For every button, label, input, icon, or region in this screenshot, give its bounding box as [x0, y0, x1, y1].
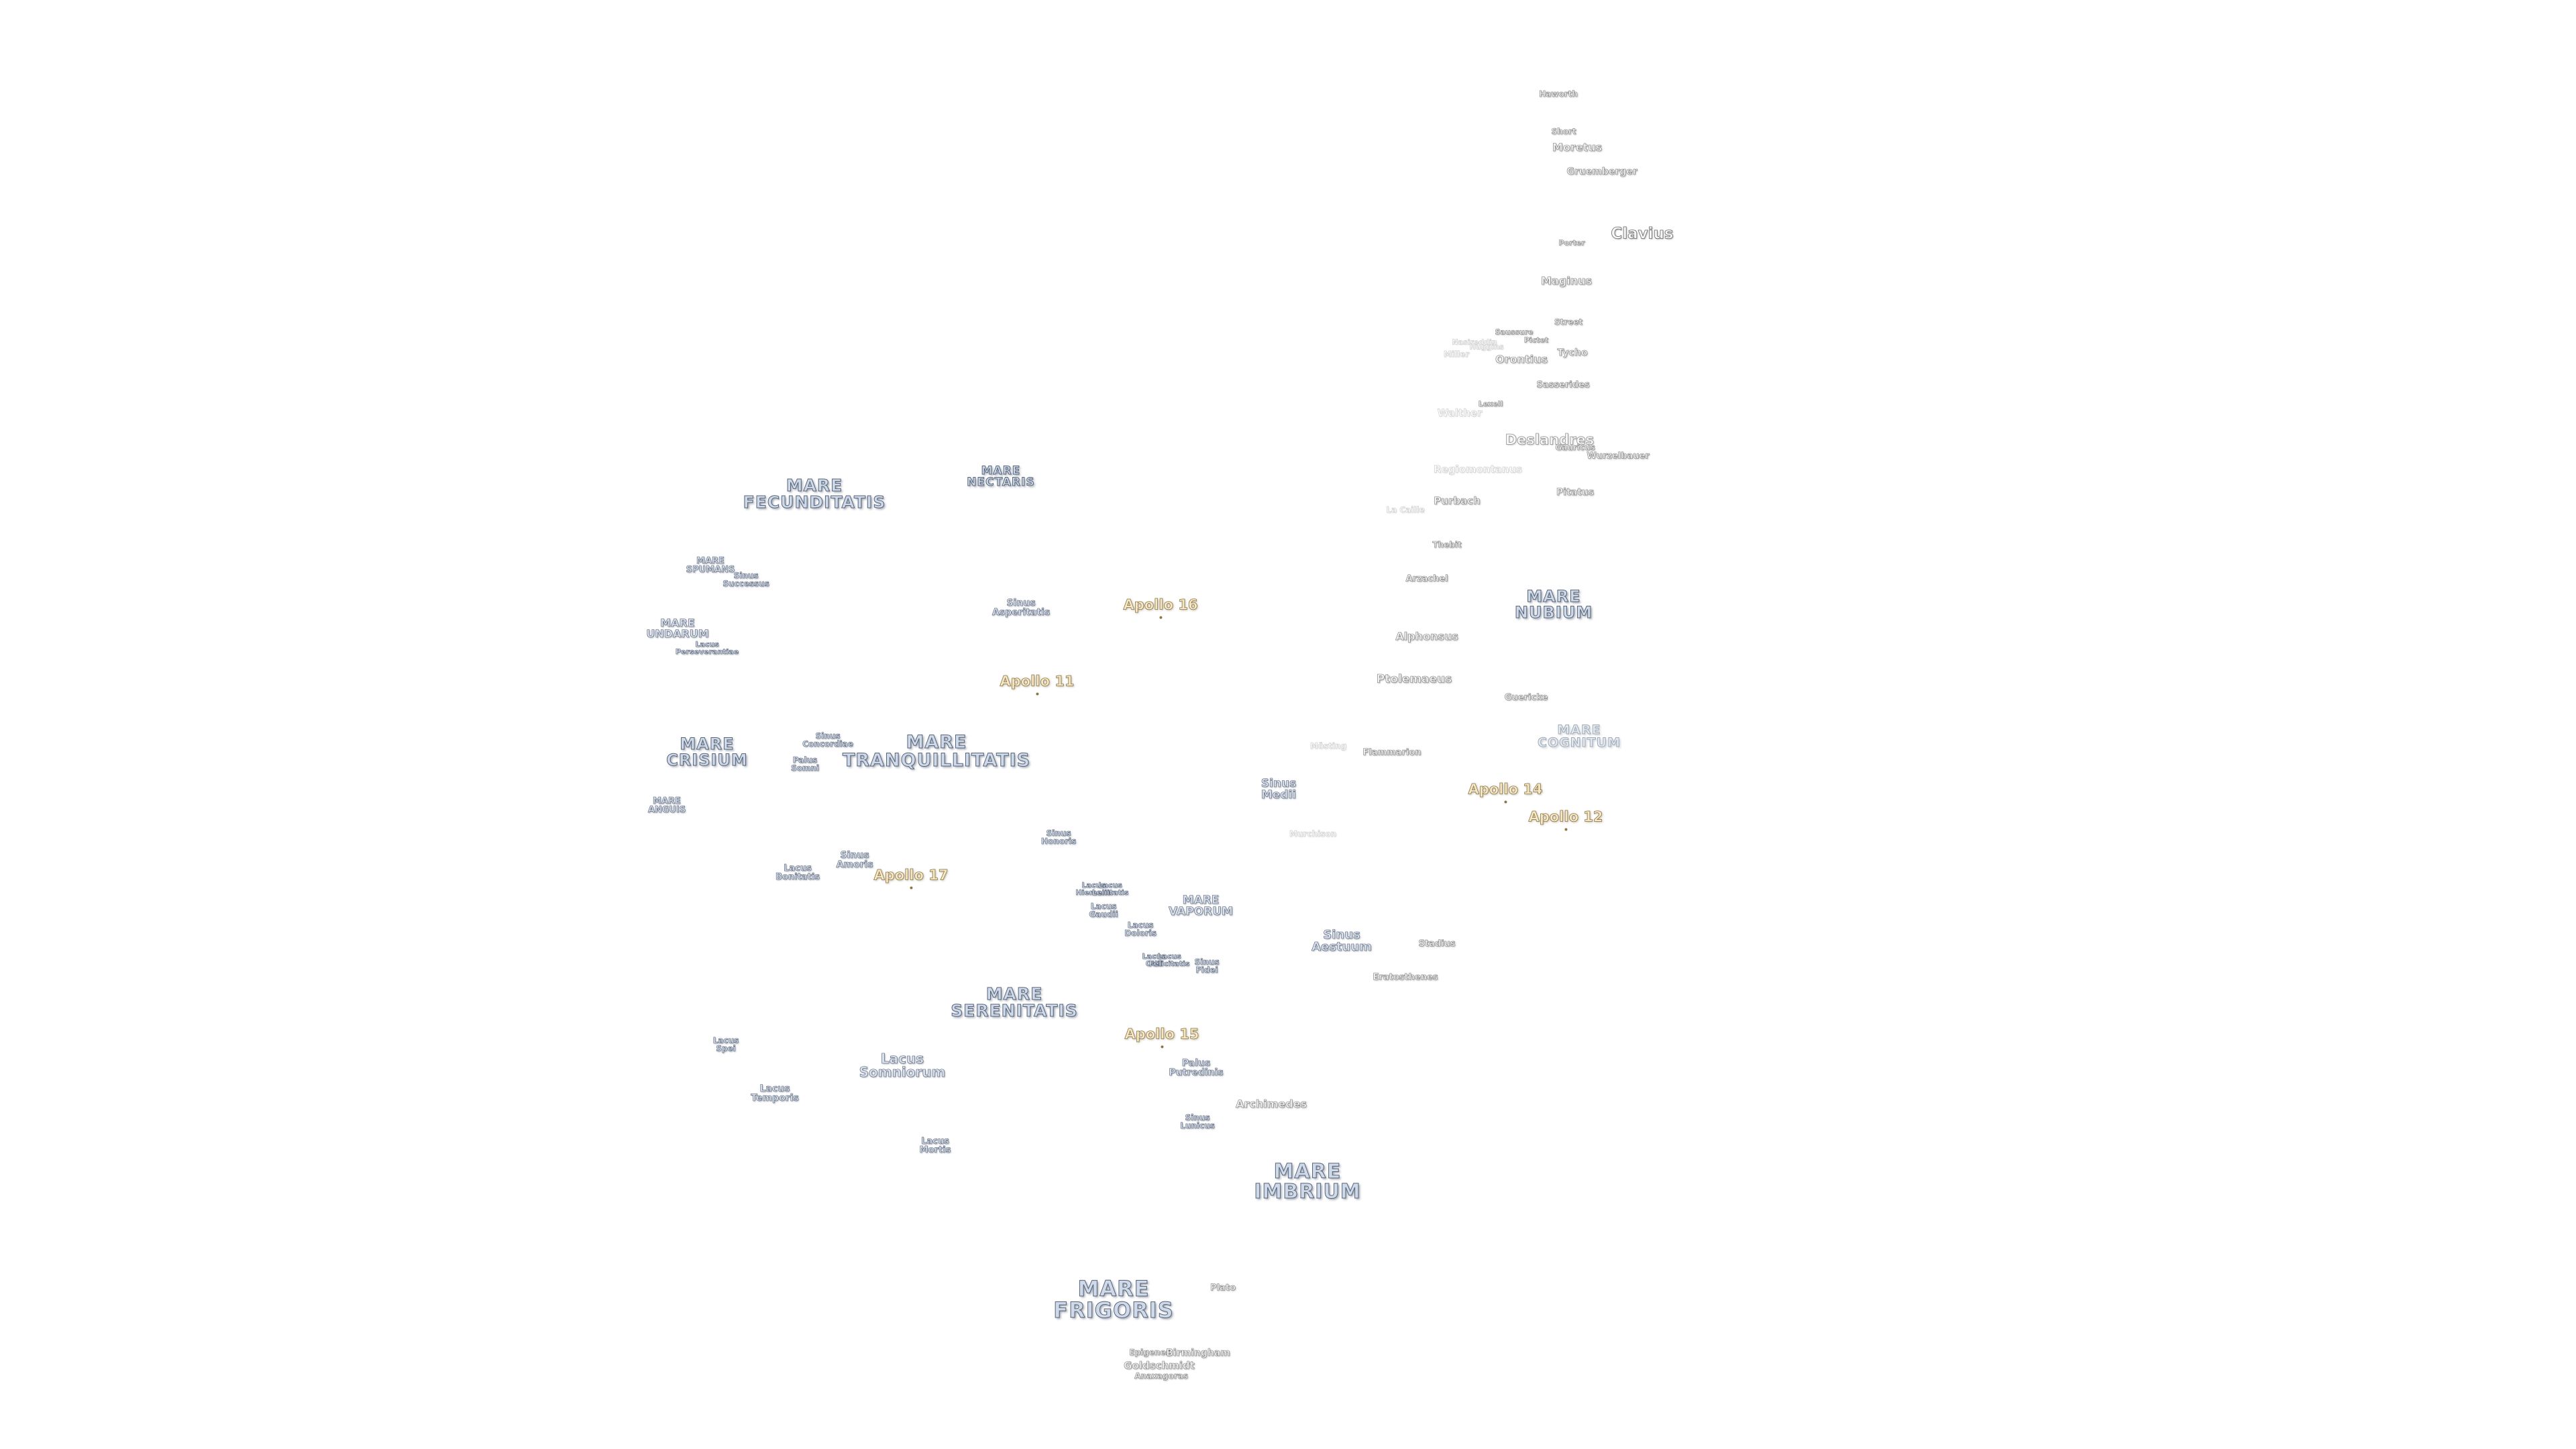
label-crater-eratosthenes[interactable]: Eratosthenes — [1373, 972, 1438, 983]
label-crater-archimedes[interactable]: Archimedes — [1236, 1097, 1307, 1110]
label-crater-saussure[interactable]: Saussure — [1495, 327, 1534, 337]
label-crater-alphonsus[interactable]: Alphonsus — [1395, 630, 1458, 643]
label-sinus-medii[interactable]: Sinus Medii — [1260, 777, 1297, 802]
label-crater-purbach[interactable]: Purbach — [1434, 494, 1481, 507]
label-mare-frigoris[interactable]: MARE FRIGORIS — [1053, 1276, 1174, 1323]
label-lacus-hiemalis[interactable]: Lacus Hiemalis — [1075, 881, 1112, 897]
label-mare-crisium[interactable]: MARE CRISIUM — [666, 735, 748, 769]
label-crater-porter[interactable]: Porter — [1558, 238, 1585, 248]
label-crater-street[interactable]: Street — [1554, 317, 1583, 327]
label-lacus-spei[interactable]: Lacus Spei — [712, 1036, 739, 1053]
label-apollo-11[interactable]: Apollo 11 — [1000, 673, 1075, 696]
label-sinus-asperitatis[interactable]: Sinus Asperitatis — [991, 598, 1051, 618]
label-crater-birmingham[interactable]: Birmingham — [1166, 1348, 1230, 1358]
label-crater-nasireddin[interactable]: Nasireddin — [1452, 337, 1497, 347]
label-lacus-temporis[interactable]: Lacus Temporis — [751, 1083, 799, 1104]
label-lacus-perseverantiae[interactable]: Lacus Perseverantiae — [675, 640, 739, 656]
label-crater-deslandres[interactable]: Deslandres — [1505, 431, 1595, 448]
label-crater-stadius[interactable]: Stadius — [1418, 938, 1456, 949]
label-sinus-successus[interactable]: Sinus Successus — [722, 571, 769, 588]
label-mare-vaporum[interactable]: MARE VAPORUM — [1169, 894, 1233, 918]
label-lacus-odii[interactable]: Lacus Odii — [1142, 952, 1166, 968]
label-crater-epigenes[interactable]: Epigenes — [1129, 1348, 1171, 1357]
label-crater-clavius[interactable]: Clavius — [1611, 225, 1674, 243]
label-crater-pictet[interactable]: Pictet — [1523, 335, 1549, 345]
label-apollo-14[interactable]: Apollo 14 — [1468, 781, 1543, 804]
label-sinus-honoris[interactable]: Sinus Honoris — [1040, 828, 1077, 846]
label-apollo-12[interactable]: Apollo 12 — [1528, 808, 1603, 831]
label-crater-tycho[interactable]: Tycho — [1557, 347, 1588, 358]
label-apollo-17[interactable]: Apollo 17 — [873, 867, 949, 890]
label-crater-mosting[interactable]: Mösting — [1309, 741, 1347, 751]
label-mare-tranquillitatis[interactable]: MARE TRANQUILLITATIS — [842, 732, 1031, 771]
label-crater-anaxagoras[interactable]: Anaxagoras — [1134, 1371, 1188, 1381]
label-mare-nectaris[interactable]: MARE NECTARIS — [967, 464, 1035, 489]
label-crater-maginus[interactable]: Maginus — [1541, 274, 1593, 287]
label-crater-gruemberger[interactable]: Gruemberger — [1566, 166, 1638, 177]
label-crater-orontius[interactable]: Orontius — [1495, 353, 1548, 366]
label-crater-murchison[interactable]: Murchison — [1289, 829, 1337, 839]
label-sinus-concordiae[interactable]: Sinus Concordiae — [802, 731, 853, 749]
label-crater-guericke[interactable]: Guericke — [1504, 692, 1548, 703]
label-crater-walther[interactable]: Walther — [1437, 407, 1483, 419]
label-mare-fecunditatis[interactable]: MARE FECUNDITATIS — [743, 476, 886, 512]
label-crater-gauricus[interactable]: Gauricus — [1555, 443, 1595, 452]
label-lacus-bonitatis[interactable]: Lacus Bonitatis — [775, 863, 820, 882]
label-lacus-gaudii[interactable]: Lacus Gaudii — [1089, 902, 1118, 919]
label-crater-miller[interactable]: Miller — [1443, 350, 1470, 359]
label-crater-moretus[interactable]: Moretus — [1552, 141, 1603, 154]
label-apollo-15[interactable]: Apollo 15 — [1124, 1026, 1199, 1049]
label-lacus-doloris[interactable]: Lacus Doloris — [1124, 920, 1157, 938]
label-crater-plato[interactable]: Plato — [1210, 1283, 1236, 1293]
label-mare-serenitatis[interactable]: MARE SERENITATIS — [951, 984, 1078, 1020]
label-lacus-lenitatis[interactable]: Lacus Lenitatis — [1091, 881, 1129, 897]
label-crater-haworth[interactable]: Haworth — [1539, 89, 1578, 99]
label-palus-putredinis[interactable]: Palus Putredinis — [1169, 1058, 1224, 1078]
label-mare-imbrium[interactable]: MARE IMBRIUM — [1254, 1160, 1361, 1203]
label-lacus-felicitatis[interactable]: Lacus Felicitatis — [1148, 952, 1190, 968]
label-mare-spumans[interactable]: MARE SPUMANS — [686, 556, 735, 575]
label-lacus-somniorum[interactable]: Lacus Somniorum — [859, 1051, 946, 1080]
label-crater-arzachel[interactable]: Arzachel — [1405, 574, 1448, 584]
label-crater-huggins[interactable]: Huggins — [1469, 342, 1504, 352]
label-sinus-aestuum[interactable]: Sinus Aestuum — [1311, 928, 1372, 954]
label-crater-sasserides[interactable]: Sasserides — [1536, 380, 1590, 390]
label-crater-la-caille[interactable]: La Caille — [1386, 505, 1425, 515]
label-crater-lexell[interactable]: Lexell — [1478, 399, 1503, 409]
label-crater-thebit[interactable]: Thebit — [1432, 540, 1462, 549]
label-crater-flammarion[interactable]: Flammarion — [1362, 747, 1421, 758]
label-sinus-lunicus[interactable]: Sinus Lunicus — [1180, 1113, 1215, 1130]
label-mare-cognitum[interactable]: MARE COGNITUM — [1538, 722, 1621, 750]
label-crater-short[interactable]: Short — [1551, 127, 1576, 136]
label-crater-goldschmidt[interactable]: Goldschmidt — [1124, 1359, 1195, 1372]
label-sinus-fidei[interactable]: Sinus Fidei — [1194, 957, 1220, 975]
label-crater-pitatus[interactable]: Pitatus — [1556, 487, 1595, 498]
label-lacus-mortis[interactable]: Lacus Mortis — [919, 1136, 951, 1155]
label-mare-nubium[interactable]: MARE NUBIUM — [1514, 587, 1593, 622]
label-mare-undarum[interactable]: MARE UNDARUM — [646, 616, 709, 640]
label-apollo-16[interactable]: Apollo 16 — [1123, 596, 1198, 619]
label-crater-wurzelbauer[interactable]: Wurzelbauer — [1587, 451, 1650, 462]
label-palus-somni[interactable]: Palus Somni — [790, 755, 820, 773]
label-sinus-amoris[interactable]: Sinus Amoris — [836, 850, 873, 870]
label-crater-regiomontanus[interactable]: Regiomontanus — [1433, 463, 1523, 476]
label-mare-anguis[interactable]: MARE ANGUIS — [647, 796, 686, 815]
label-crater-ptolemaeus[interactable]: Ptolemaeus — [1376, 672, 1452, 686]
